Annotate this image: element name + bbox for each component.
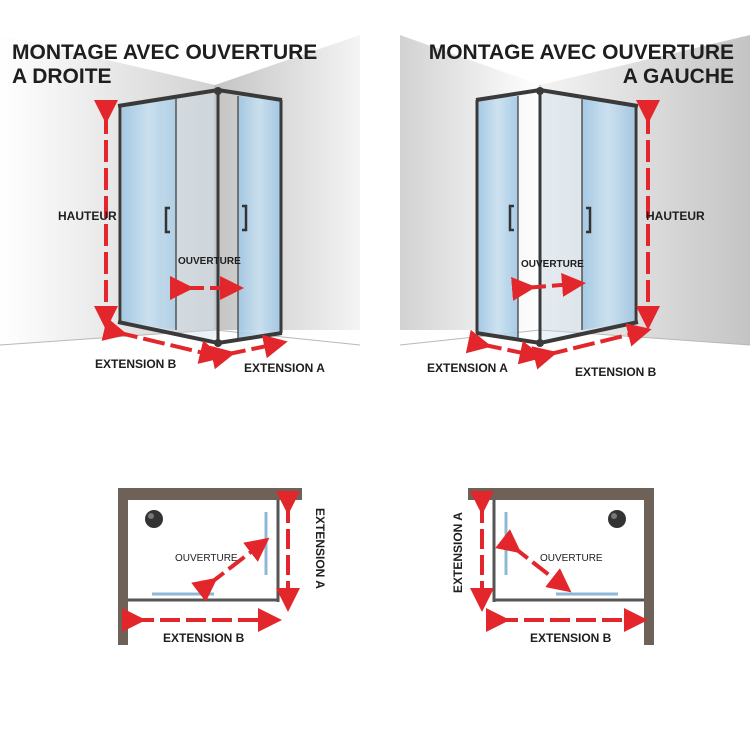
glass-panel-fixed <box>122 97 176 330</box>
arrows <box>465 100 660 370</box>
drain-icon <box>145 510 163 528</box>
drain-icon <box>608 510 626 528</box>
extension-b-label: EXTENSION B <box>575 365 657 379</box>
shower-enclosure <box>475 87 639 347</box>
extension-a-label: EXTENSION A <box>451 512 465 593</box>
ouverture-label: OUVERTURE <box>178 256 241 267</box>
extension-b-arrow <box>531 323 652 370</box>
hauteur-label: HAUTEUR <box>58 209 117 223</box>
back-wall <box>215 35 360 330</box>
ouverture-arrow <box>191 537 270 602</box>
glass-panel-side <box>478 96 518 338</box>
extension-b-arrow <box>101 317 224 364</box>
ouverture-label: OUVERTURE <box>175 553 238 564</box>
glass-panel-side <box>238 96 280 338</box>
arrows <box>94 100 288 370</box>
title-line1: MONTAGE AVEC OUVERTURE <box>12 41 317 64</box>
ouverture-label: OUVERTURE <box>540 553 603 564</box>
title-line1: MONTAGE AVEC OUVERTURE <box>429 41 734 64</box>
extension-a-label: EXTENSION A <box>313 508 327 589</box>
extension-a-arrow <box>465 329 544 365</box>
glass-panel-sliding <box>162 92 218 340</box>
title-line2: A GAUCHE <box>623 65 734 88</box>
ouverture-arrow <box>511 272 586 301</box>
back-wall <box>400 35 540 330</box>
extension-b-label: EXTENSION B <box>163 631 245 645</box>
extension-a-arrow <box>209 334 288 370</box>
glass-panel-fixed <box>582 97 634 330</box>
ouverture-label: OUVERTURE <box>521 259 584 270</box>
plan-left-opening: OUVERTURE EXTENSION B EXTENSION A <box>451 488 654 645</box>
plan-right-opening: OUVERTURE EXTENSION B EXTENSION A <box>118 488 327 645</box>
shower-enclosure <box>117 87 283 347</box>
hauteur-label: HAUTEUR <box>646 209 705 223</box>
title-line2: A DROITE <box>12 65 112 88</box>
extension-b-label: EXTENSION B <box>530 631 612 645</box>
panel-right-opening: MONTAGE AVEC OUVERTURE A DROITE HAUTEUR … <box>0 35 361 390</box>
panel-left-opening: MONTAGE AVEC OUVERTURE A GAUCHE HAUTEUR … <box>399 35 750 390</box>
ouverture-arrow <box>495 529 572 593</box>
extension-b-label: EXTENSION B <box>95 357 177 371</box>
extension-a-label: EXTENSION A <box>244 361 325 375</box>
extension-a-label: EXTENSION A <box>427 361 508 375</box>
